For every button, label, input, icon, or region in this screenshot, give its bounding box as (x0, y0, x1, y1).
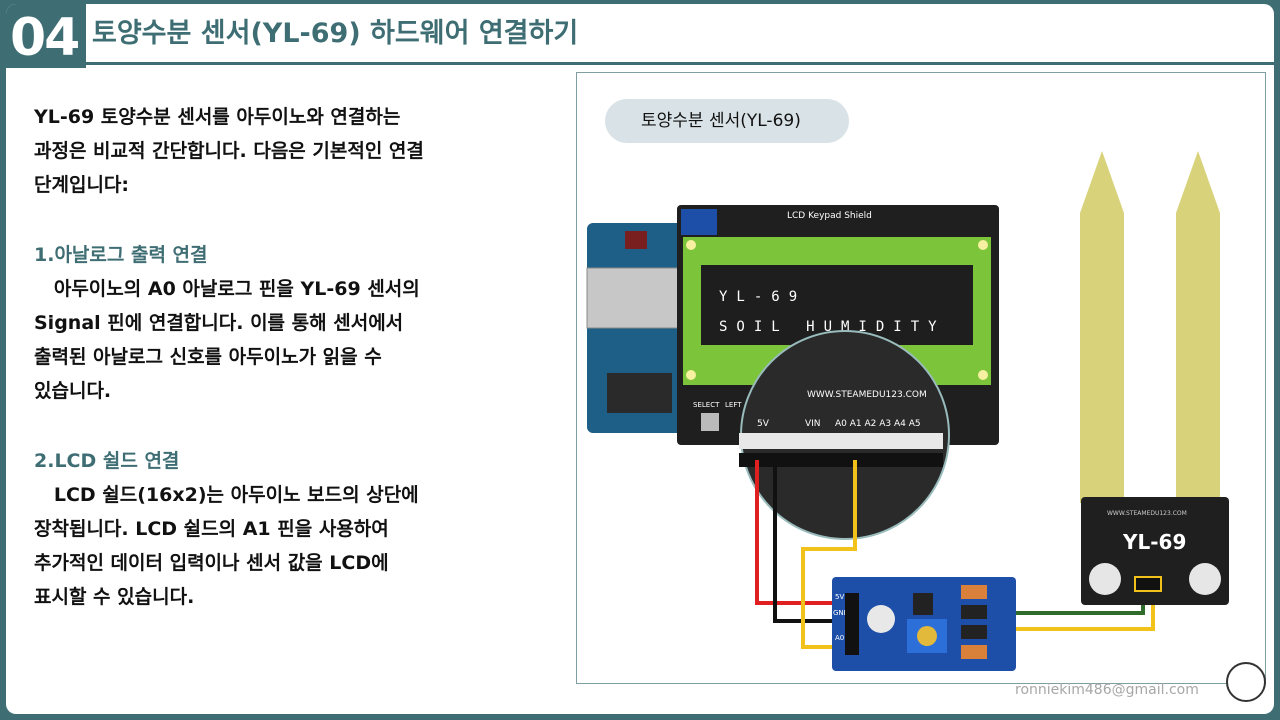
mount-hole (978, 240, 988, 250)
reset-button-icon (625, 231, 647, 249)
probe-prong-right (1176, 151, 1220, 503)
sensor-label-pill: 토양수분 센서(YL-69) (605, 99, 849, 143)
step1-line: 있습니다. (34, 380, 112, 402)
power-jack (607, 373, 672, 413)
potentiometer-knob-icon (917, 626, 937, 646)
smd-part (961, 625, 987, 639)
step2-line: 추가적인 데이터 입력이나 센서 값을 LCD에 (34, 552, 389, 574)
step2-heading: 2.LCD 쉴드 연결 (34, 450, 180, 472)
potentiometer-icon (681, 209, 717, 235)
mount-hole (978, 370, 988, 380)
step2-line: 표시할 수 있습니다. (34, 586, 195, 608)
step1-line: Signal 핀에 연결합니다. 이를 통해 센서에서 (34, 312, 404, 334)
lcd-line1: YL-69 (719, 289, 806, 305)
brand-logo-icon (1226, 662, 1266, 702)
power-socket (739, 453, 833, 467)
left-label: LEFT (725, 401, 742, 409)
step1-heading: 1.아날로그 출력 연결 (34, 244, 208, 266)
pin-5v-label: 5V (757, 419, 770, 429)
smd-part (961, 645, 987, 659)
module-a0-label: A0 (835, 634, 844, 642)
probe-prong-left (1080, 151, 1124, 503)
intro-line: 과정은 비교적 간단합니다. 다음은 기본적인 연결 (34, 140, 424, 162)
pin-vin-label: VIN (805, 419, 821, 429)
analog-header (833, 433, 943, 449)
slide: 04 토양수분 센서(YL-69) 하드웨어 연결하기 YL-69 토양수분 센… (6, 4, 1274, 714)
lcd-line2: SOIL HUMIDITY (719, 319, 946, 335)
module-pin-header (845, 593, 859, 655)
module-chip (913, 593, 933, 615)
probe-url: WWW.STEAMEDU123.COM (1107, 510, 1187, 517)
diagram-frame: LCD Keypad Shield YL-69 SOIL HUMIDITY SE… (576, 72, 1266, 684)
probe-connector (1134, 576, 1162, 592)
shield-label: LCD Keypad Shield (787, 211, 872, 221)
probe-hole (1089, 563, 1121, 595)
pins-analog-label: A0 A1 A2 A3 A4 A5 (835, 419, 921, 429)
text-column: YL-69 토양수분 센서를 아두이노와 연결하는 과정은 비교적 간단합니다.… (34, 100, 554, 614)
step2-line: LCD 쉴드(16x2)는 아두이노 보드의 상단에 (34, 484, 419, 506)
section-number-box: 04 (6, 4, 86, 68)
usb-port (586, 267, 683, 329)
sensor-label: 토양수분 센서(YL-69) (641, 111, 801, 131)
select-label: SELECT (693, 401, 720, 409)
intro-line: YL-69 토양수분 센서를 아두이노와 연결하는 (34, 106, 401, 128)
smd-part (961, 605, 987, 619)
module-5v-label: 5V (835, 593, 844, 601)
wiring-diagram: LCD Keypad Shield YL-69 SOIL HUMIDITY SE… (586, 151, 1229, 671)
page-title: 토양수분 센서(YL-69) 하드웨어 연결하기 (92, 18, 579, 49)
footer-email: ronniekim486@gmail.com (1015, 682, 1199, 698)
mount-hole (686, 370, 696, 380)
step1-line: 출력된 아날로그 신호를 아두이노가 읽을 수 (34, 346, 382, 368)
brand-url: WWW.STEAMEDU123.COM (807, 390, 927, 400)
intro-line: 단계입니다: (34, 174, 129, 196)
probe-name: YL-69 (1122, 530, 1186, 554)
wire-gnd (773, 460, 847, 623)
step1-line: 아두이노의 A0 아날로그 핀을 YL-69 센서의 (34, 278, 420, 300)
step2-line: 장착됩니다. LCD 쉴드의 A1 핀을 사용하여 (34, 518, 389, 540)
probe-hole (1189, 563, 1221, 595)
wire-a0 (801, 460, 857, 649)
select-button-icon (701, 413, 719, 431)
analog-socket (833, 453, 943, 467)
wire-5v (755, 460, 847, 605)
section-number: 04 (10, 8, 80, 68)
module-hole (867, 605, 895, 633)
smd-part (961, 585, 987, 599)
mount-hole (686, 240, 696, 250)
title-underline (86, 62, 1274, 65)
power-header (739, 433, 833, 449)
module-gnd-label: GND (833, 609, 849, 617)
